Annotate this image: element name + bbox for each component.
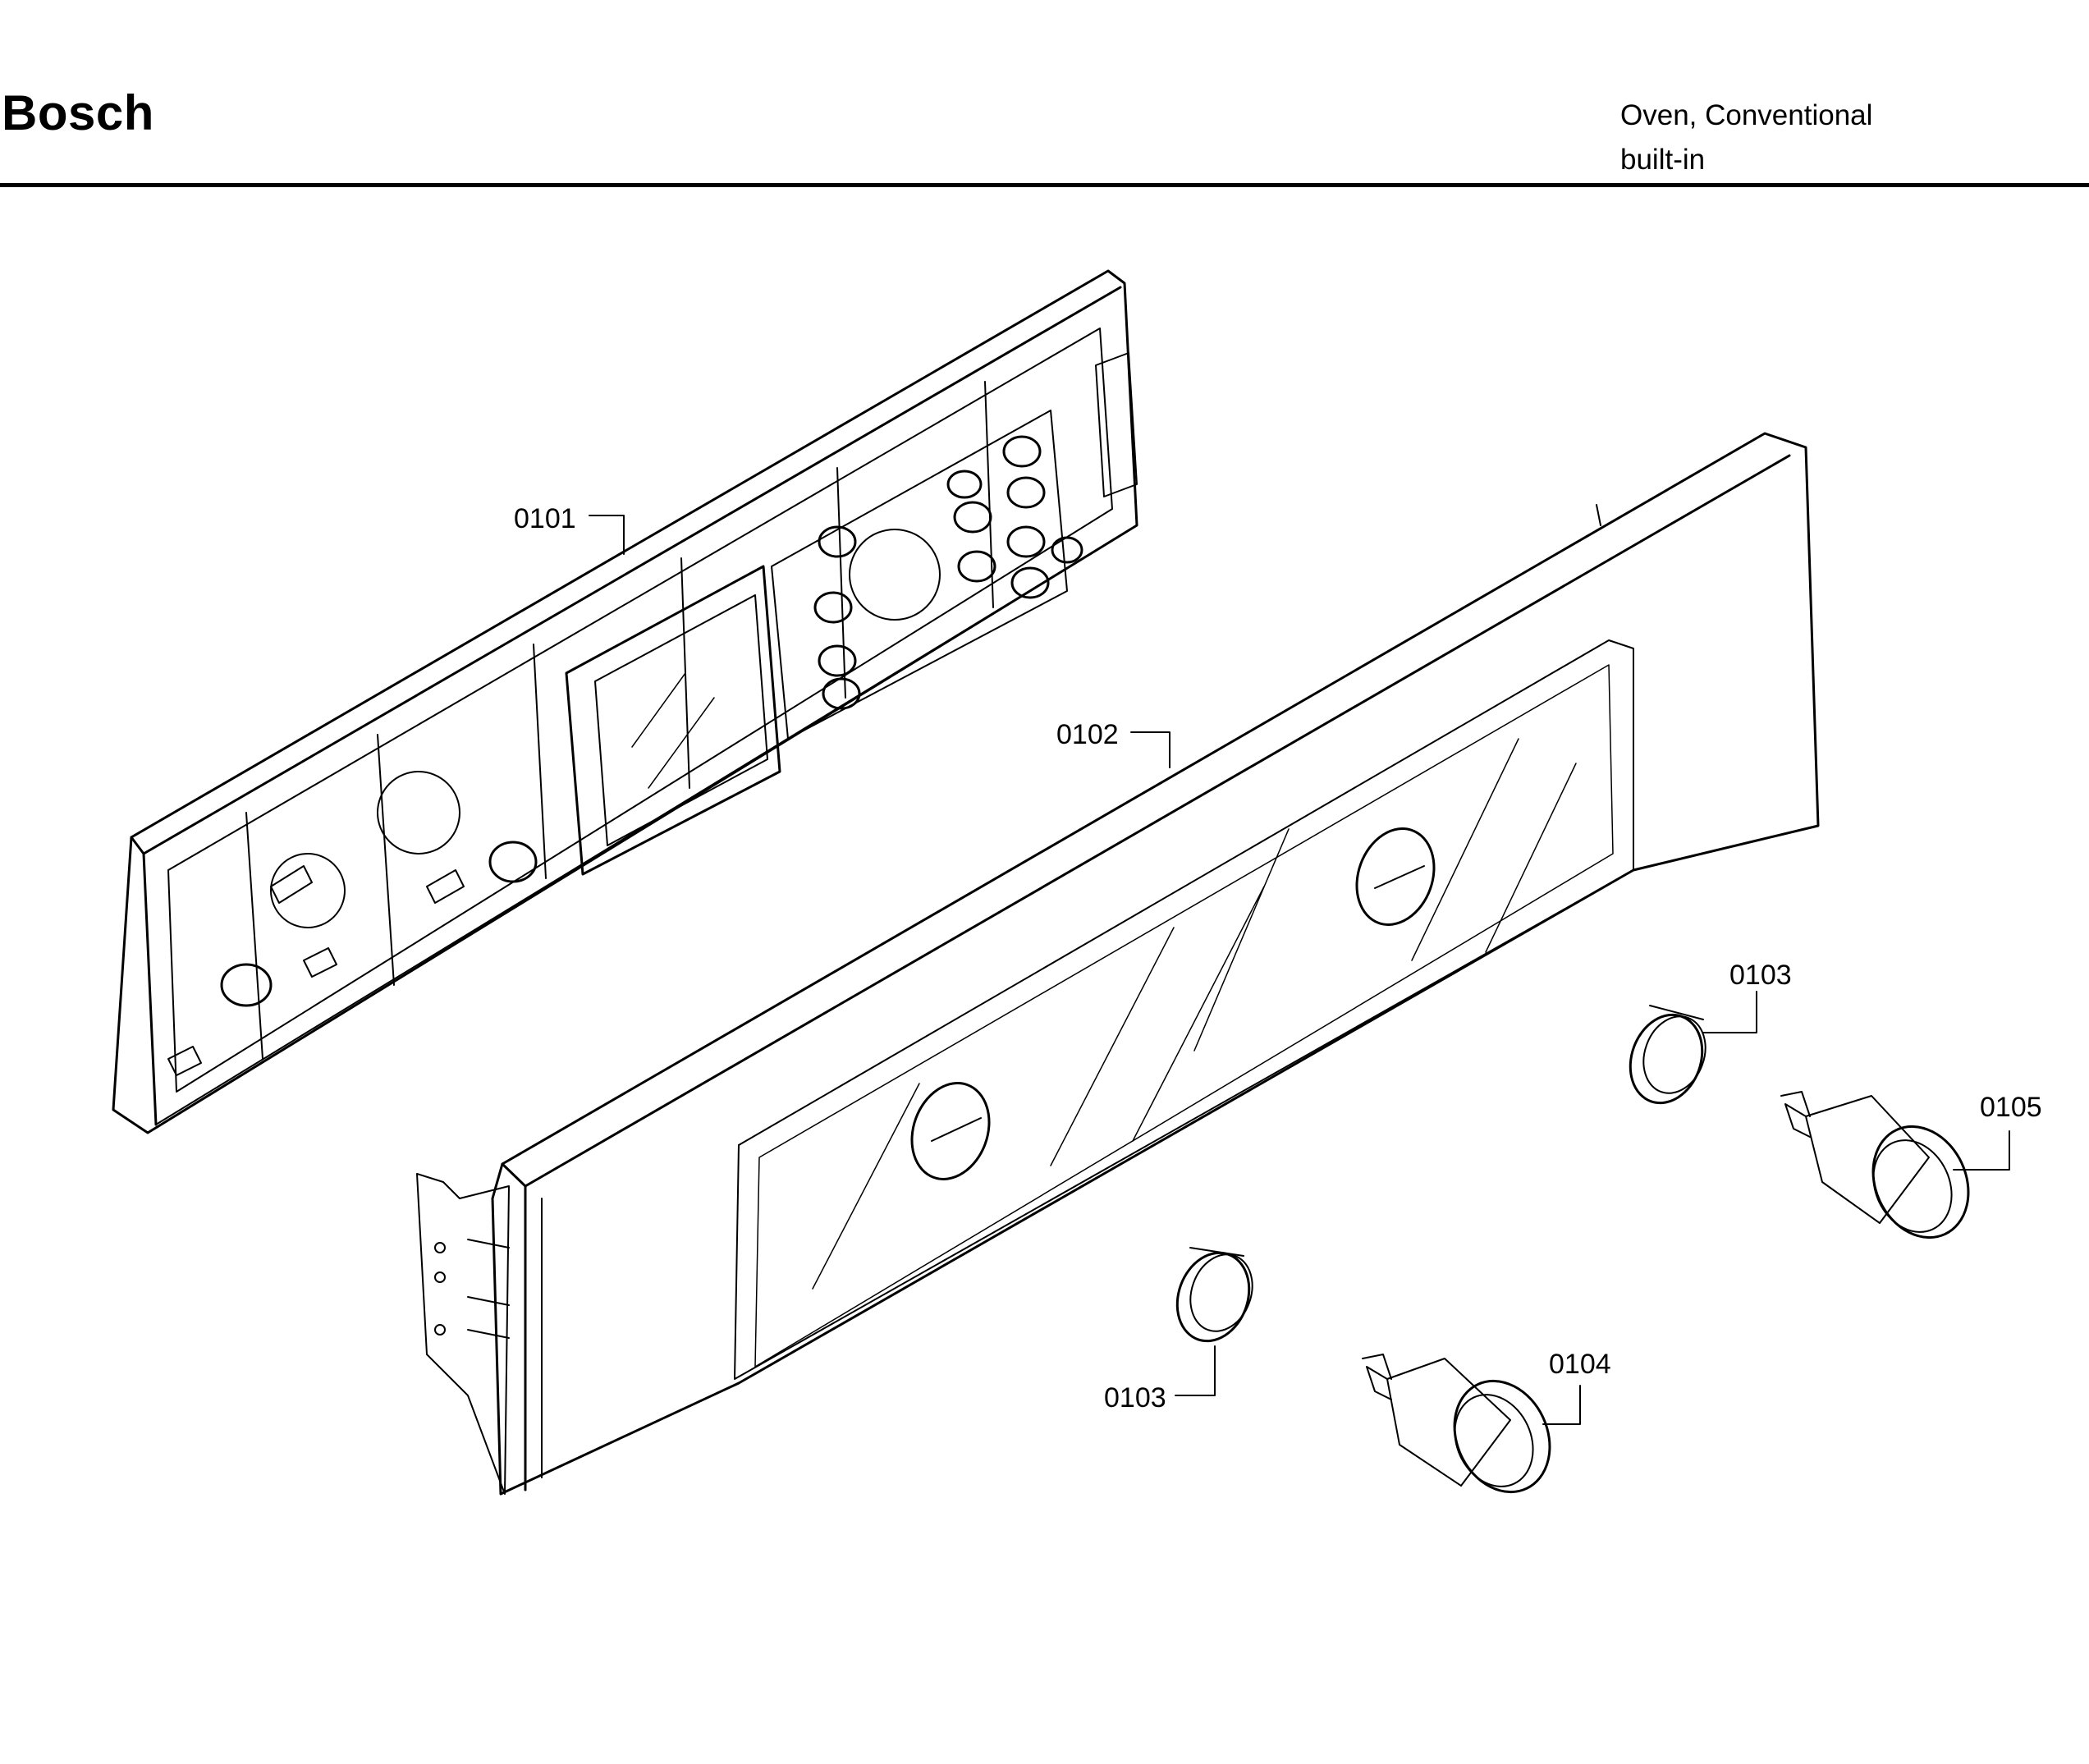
- display-window: [594, 594, 768, 846]
- facia-top-edge: [501, 454, 1791, 1188]
- part-0102-facia: [416, 432, 1820, 1496]
- facia-knob-hole-left: [910, 1082, 991, 1180]
- part-0103-ring-right: [1629, 1005, 1706, 1105]
- shaft-boss-3: [1051, 536, 1083, 564]
- housing-connector: [1095, 352, 1138, 497]
- facia-glass-top: [738, 639, 1634, 1146]
- knob-face-left: [1453, 1379, 1551, 1494]
- facia-knob-hole-right: [1355, 827, 1436, 926]
- part-0103-ring-left: [1175, 1247, 1253, 1343]
- part-0101-housing: [112, 269, 1138, 1134]
- display-frame: [565, 565, 781, 876]
- callout-0103-right: 0103: [1702, 960, 1792, 1033]
- svg-text:0105: 0105: [1980, 1092, 2042, 1123]
- callout-0101: 0101: [514, 503, 625, 555]
- board-center-hole: [849, 529, 941, 621]
- part-0105-knob-right: [1780, 1091, 1970, 1239]
- circuit-board: [771, 410, 1068, 740]
- shaft-boss-2: [488, 841, 538, 883]
- svg-text:0103: 0103: [1104, 1382, 1166, 1413]
- svg-text:0104: 0104: [1549, 1349, 1611, 1380]
- svg-text:0103: 0103: [1729, 960, 1792, 991]
- callout-0102: 0102: [1056, 719, 1170, 768]
- header-rule: [0, 183, 2089, 187]
- product-line-2: built-in: [1620, 144, 1706, 176]
- svg-text:0102: 0102: [1056, 719, 1119, 750]
- housing-top-rim: [130, 286, 1122, 855]
- facia-side-bracket: [416, 1173, 510, 1495]
- svg-text:0101: 0101: [514, 503, 576, 534]
- brand-title: Bosch: [2, 85, 154, 140]
- product-description: Oven, Conventional built-in: [1620, 94, 1872, 182]
- housing-left-wall: [142, 852, 158, 1126]
- knob-face-right: [1871, 1125, 1970, 1239]
- part-0104-knob-left: [1362, 1354, 1551, 1494]
- product-line-1: Oven, Conventional: [1620, 99, 1873, 131]
- shaft-boss-1: [220, 963, 273, 1007]
- callout-0105: 0105: [1953, 1092, 2042, 1171]
- housing-inner-floor: [167, 328, 1113, 1093]
- callout-0103-left: 0103: [1104, 1345, 1216, 1413]
- facia-glass-inner: [754, 664, 1614, 1368]
- facia-glass-outline: [734, 869, 1634, 1380]
- callout-0104: 0104: [1542, 1349, 1611, 1425]
